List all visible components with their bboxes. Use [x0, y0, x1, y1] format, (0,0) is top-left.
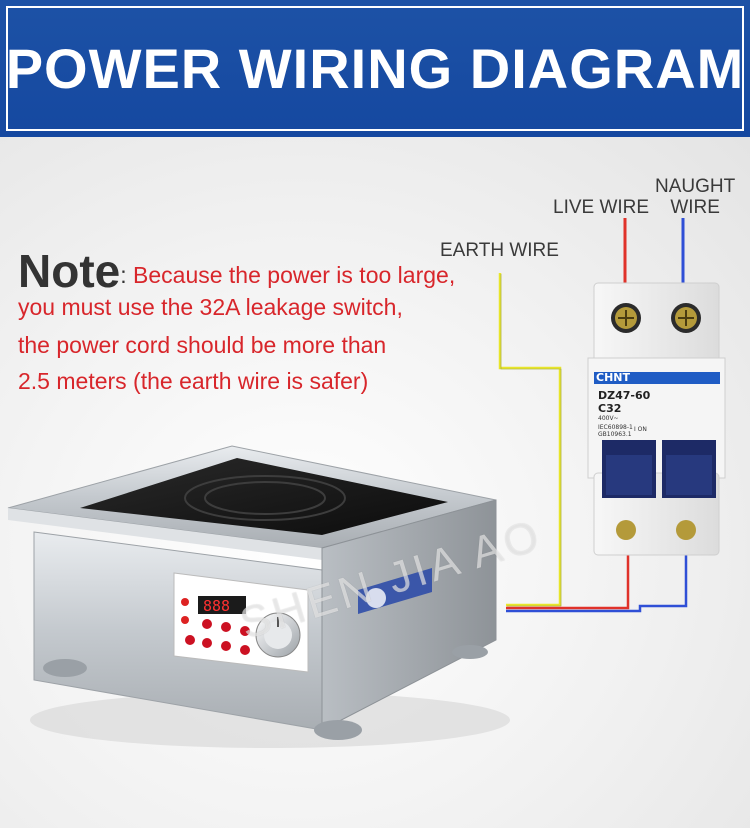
earth-wire	[498, 273, 562, 607]
breaker-standard-2: GB10963.1	[598, 431, 632, 438]
foot-back-right	[452, 645, 488, 659]
breaker-voltage: 400V~	[598, 415, 619, 422]
note-line-4: 2.5 meters (the earth wire is safer)	[18, 368, 369, 394]
note-line-2: you must use the 32A leakage switch,	[18, 294, 403, 320]
naught-wire-label-line2: WIRE	[670, 197, 720, 218]
naught-wire-label: NAUGHT WIRE	[655, 176, 735, 218]
header-banner: POWER WIRING DIAGRAM	[0, 0, 750, 137]
display-digits: 888	[203, 597, 230, 615]
breaker-brand: CHNT	[596, 371, 630, 384]
breaker-model: DZ47-60	[598, 389, 651, 402]
breaker-standard-1: IEC60898-1	[598, 424, 633, 431]
live-wire	[506, 218, 630, 610]
naught-wire	[506, 218, 688, 613]
note-colon: :	[120, 262, 127, 288]
induction-cooker-image: 888	[7, 445, 510, 748]
note-heading: Note	[18, 245, 121, 297]
header-frame	[6, 6, 744, 131]
circuit-breaker	[587, 282, 726, 556]
note-text-block: Note: Because the power is too large, yo…	[18, 248, 518, 397]
page-title: POWER WIRING DIAGRAM	[5, 37, 745, 100]
earth-wire-label: EARTH WIRE	[440, 240, 559, 261]
breaker-on-label: I ON	[634, 426, 647, 433]
foot-front-right	[314, 720, 362, 740]
note-line-1: Note: Because the power is too large,	[18, 248, 518, 294]
breaker-rating: C32	[598, 402, 622, 415]
note-line-3: the power cord should be more than	[18, 332, 387, 358]
foot-front-left	[43, 659, 87, 677]
live-wire-label: LIVE WIRE	[553, 197, 650, 218]
note-text-1: Because the power is too large,	[133, 262, 456, 288]
naught-wire-label-line1: NAUGHT	[655, 176, 736, 197]
